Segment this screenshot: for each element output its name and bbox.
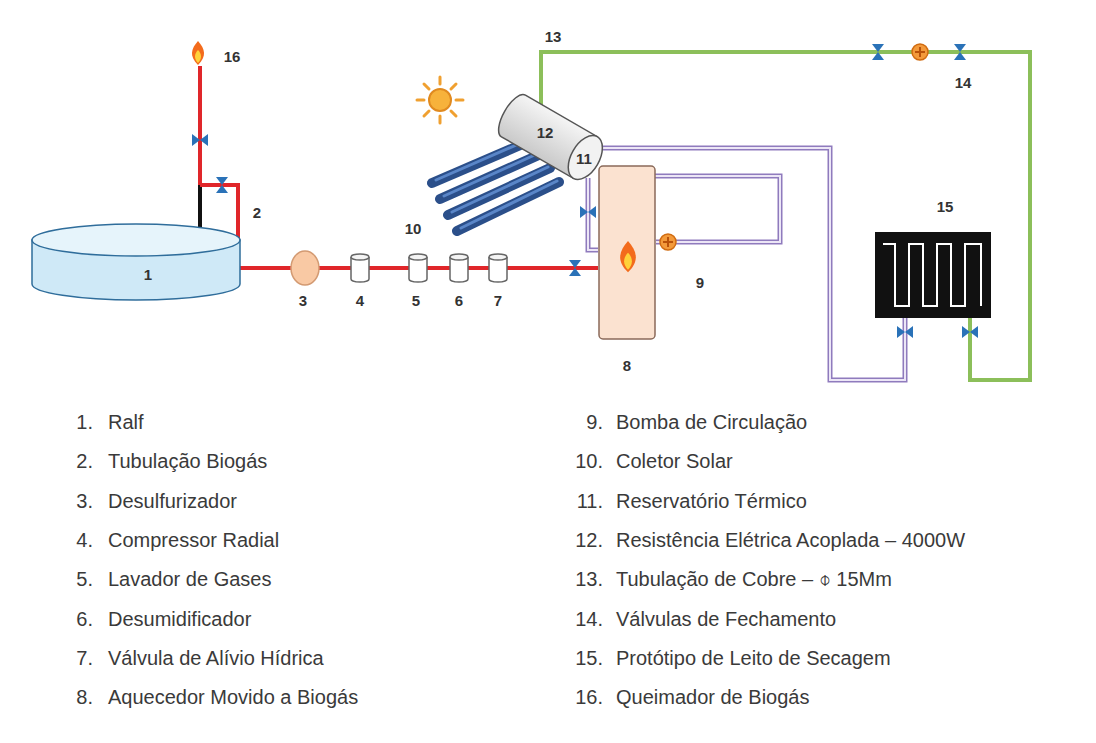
shape-outline: [598, 165, 656, 340]
compressor: [351, 254, 369, 282]
valve-symbol: [962, 326, 978, 338]
gas-washer: [409, 254, 427, 282]
list-number: 3.: [76, 491, 93, 511]
drying-bed: 15: [875, 232, 991, 318]
list-number: 4.: [76, 530, 93, 550]
list-number: 7.: [76, 648, 93, 668]
part-name: Aquecedor Movido a Biogás: [108, 687, 358, 707]
callout-number: 1: [144, 267, 152, 282]
part-name: Desulfurizador: [108, 491, 237, 511]
thermal-reservoir: 12 11: [495, 88, 615, 193]
valve-symbol: [580, 206, 596, 218]
list-number: 13.: [575, 569, 603, 589]
callout-number: 8: [623, 358, 631, 373]
callout-number: 11: [576, 151, 592, 166]
list-number: 1.: [76, 412, 93, 432]
biogas-heater: 8: [598, 165, 656, 340]
callout-number: 10: [405, 221, 422, 236]
part-name: Lavador de Gases: [108, 569, 271, 589]
shape-outline: [875, 232, 991, 318]
biogas-pipe: [198, 66, 202, 186]
burner-flame: [192, 41, 204, 65]
callout-number: 14: [955, 75, 972, 90]
part-name: Válvulas de Fechamento: [616, 609, 836, 629]
part-name: Desumidificador: [108, 609, 251, 629]
pump-symbol: [660, 234, 676, 250]
valve-symbol: [216, 177, 228, 193]
part-name: Coletor Solar: [616, 451, 733, 471]
pipe-connector: [598, 148, 905, 380]
list-number: 16.: [575, 687, 603, 707]
callout-number: 16: [224, 49, 241, 64]
part-name: Resistência Elétrica Acoplada – 4000W: [616, 530, 965, 550]
callout-number: 5: [412, 293, 420, 308]
part-name: Tubulação Biogás: [108, 451, 267, 471]
part-name: Bomba de Circulação: [616, 412, 807, 432]
pipe-connector: [541, 52, 1030, 380]
callout-number: 13: [545, 29, 562, 44]
list-number: 9.: [586, 412, 603, 432]
callout-number: 2: [253, 205, 261, 220]
pump-symbol: [912, 44, 928, 60]
part-name: Ralf: [108, 412, 144, 432]
part-name: Compressor Radial: [108, 530, 279, 550]
callout-number: 6: [455, 293, 463, 308]
pipe-connector: [200, 185, 598, 268]
part-name: Reservatório Térmico: [616, 491, 807, 511]
list-number: 8.: [76, 687, 93, 707]
part-name: Válvula de Alívio Hídrica: [108, 648, 324, 668]
valve-symbol: [897, 326, 913, 338]
part-name: Queimador de Biogás: [616, 687, 809, 707]
part-name: Tubulação de Cobre – ⌽ 15Mm: [616, 569, 892, 589]
desulfurizer: [291, 251, 319, 285]
list-number: 15.: [575, 648, 603, 668]
callout-number: 15: [937, 199, 954, 214]
list-number: 14.: [575, 609, 603, 629]
shape-outline: [30, 222, 242, 302]
list-number: 5.: [76, 569, 93, 589]
shape-outline: [495, 88, 615, 193]
tank-reactor: 1: [30, 222, 242, 302]
callout-number: 3: [299, 293, 307, 308]
list-number: 10.: [575, 451, 603, 471]
callout-number: 12: [537, 125, 554, 140]
valve-symbol: [872, 44, 884, 60]
valve-symbol: [954, 44, 966, 60]
list-number: 12.: [575, 530, 603, 550]
list-number: 11.: [577, 491, 603, 511]
relief-valve: [489, 254, 507, 282]
part-name: Protótipo de Leito de Secagem: [616, 648, 891, 668]
valve-symbol: [192, 134, 208, 146]
list-number: 6.: [76, 609, 93, 629]
callout-number: 4: [356, 293, 364, 308]
list-number: 2.: [76, 451, 93, 471]
sun-icon: [417, 77, 463, 123]
dehumidifier: [450, 254, 468, 282]
callout-number: 9: [696, 275, 704, 290]
callout-number: 7: [494, 293, 502, 308]
valve-symbol: [569, 260, 581, 276]
